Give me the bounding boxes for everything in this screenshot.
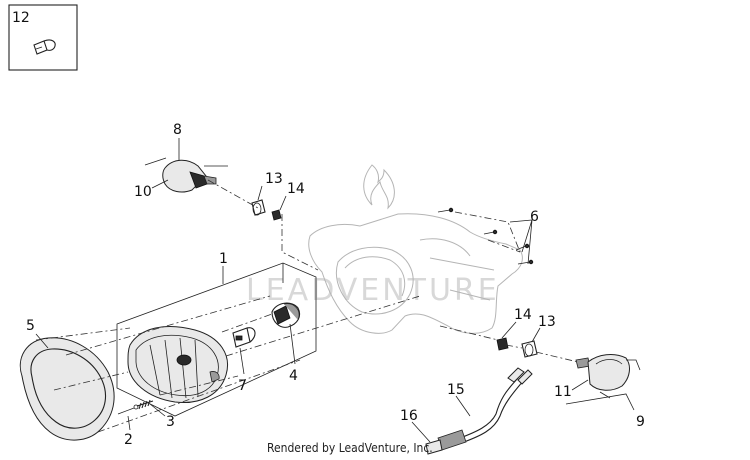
- callout-labels: 8 10 13 14 1 5 4 7 2 3 6 14 13 11 9 15 1…: [26, 122, 645, 448]
- callout-4: 4: [289, 368, 298, 384]
- nut-14-right: [496, 337, 509, 351]
- callout-14-right: 14: [514, 307, 532, 323]
- wiring-harness-15: [459, 367, 533, 443]
- inset-box-12: 12: [8, 4, 78, 71]
- callout-5: 5: [26, 318, 35, 334]
- headlight-housing-1: [116, 262, 317, 417]
- spacer-13-right: [521, 340, 538, 358]
- right-turn-signal-11: [575, 354, 641, 399]
- left-turn-signal-10: [144, 157, 228, 193]
- connector-16: [425, 429, 467, 455]
- callout-9: 9: [636, 414, 645, 430]
- callout-13-top: 13: [265, 171, 283, 187]
- headlight-lens: [127, 326, 228, 404]
- callout-7: 7: [238, 378, 247, 394]
- bulb-7: [232, 327, 256, 348]
- screw-2: [117, 404, 139, 415]
- leader-lines: [35, 138, 635, 443]
- headlight-rim-5: [19, 337, 115, 441]
- flame-logo-watermark: [363, 164, 395, 210]
- callout-1: 1: [219, 251, 228, 267]
- callout-11: 11: [554, 384, 572, 400]
- callout-13-right: 13: [538, 314, 556, 330]
- leadventure-watermark: LEADVENTURE: [246, 164, 500, 308]
- callout-3: 3: [166, 414, 175, 430]
- rendered-by-credit: Rendered by LeadVenture, Inc.: [267, 441, 433, 455]
- screws-6: [437, 207, 534, 265]
- headlight-bulb-4: [271, 302, 301, 328]
- callout-16: 16: [400, 408, 418, 424]
- spacer-13-top: [251, 199, 266, 216]
- callout-2: 2: [124, 432, 133, 448]
- callout-8: 8: [173, 122, 182, 138]
- small-bulb-12: [33, 39, 56, 55]
- handlebar-cover: [308, 213, 523, 334]
- callout-10: 10: [134, 184, 152, 200]
- callout-12: 12: [12, 10, 30, 26]
- nut-14-top: [271, 209, 282, 221]
- watermark-text: LEADVENTURE: [246, 273, 500, 308]
- callout-14-top: 14: [287, 181, 305, 197]
- callout-15: 15: [447, 382, 465, 398]
- callout-6: 6: [530, 209, 539, 225]
- exploded-guide-lines: [35, 179, 579, 433]
- spring-3: [136, 399, 154, 410]
